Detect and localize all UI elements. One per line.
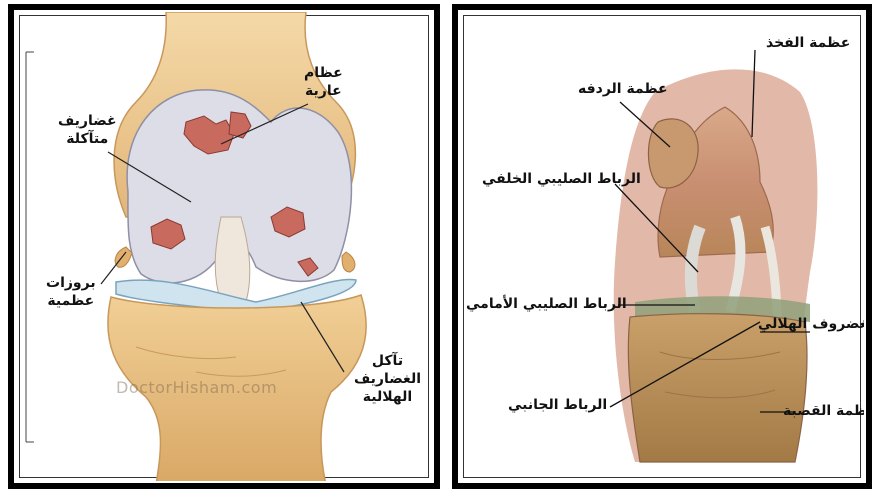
left-image-frame: عظام عارية غضاريف متآكلة بروزات عظمية تآ… [14, 10, 434, 483]
bone-spurs-text: بروزات عظمية [46, 275, 96, 309]
bone-spurs-label: بروزات عظمية [46, 274, 96, 310]
meniscus-label: الغضروف الهلالي [758, 315, 866, 333]
eroded-cartilage-text: غضاريف متآكلة [58, 113, 117, 147]
left-image-panel: عظام عارية غضاريف متآكلة بروزات عظمية تآ… [8, 4, 440, 489]
right-image-frame: عظمة الفخذ عظمة الردفه الرباط الصليبي ال… [458, 10, 866, 483]
exposed-bone-label: عظام عارية [304, 64, 343, 100]
collateral-ligament-label: الرباط الجانبي [508, 396, 607, 414]
meniscus-erosion-text: تآكل الغضاريف الهلالية [354, 353, 421, 405]
exposed-bone-text: عظام عارية [304, 65, 343, 99]
patella-label: عظمة الردفه [578, 80, 668, 98]
right-image-panel: عظمة الفخذ عظمة الردفه الرباط الصليبي ال… [452, 4, 872, 489]
tibia-label: عظمة القصبة [783, 402, 866, 420]
eroded-cartilage-label: غضاريف متآكلة [58, 112, 117, 148]
arthritic-knee-illustration [16, 12, 434, 483]
watermark-text: DoctorHisham.com [116, 378, 277, 397]
femur-label: عظمة الفخذ [766, 34, 850, 52]
posterior-cruciate-label: الرباط الصليبي الخلفي [482, 170, 641, 188]
anterior-cruciate-label: الرباط الصليبي الأمامي [466, 295, 627, 313]
meniscus-erosion-label: تآكل الغضاريف الهلالية [354, 352, 421, 406]
